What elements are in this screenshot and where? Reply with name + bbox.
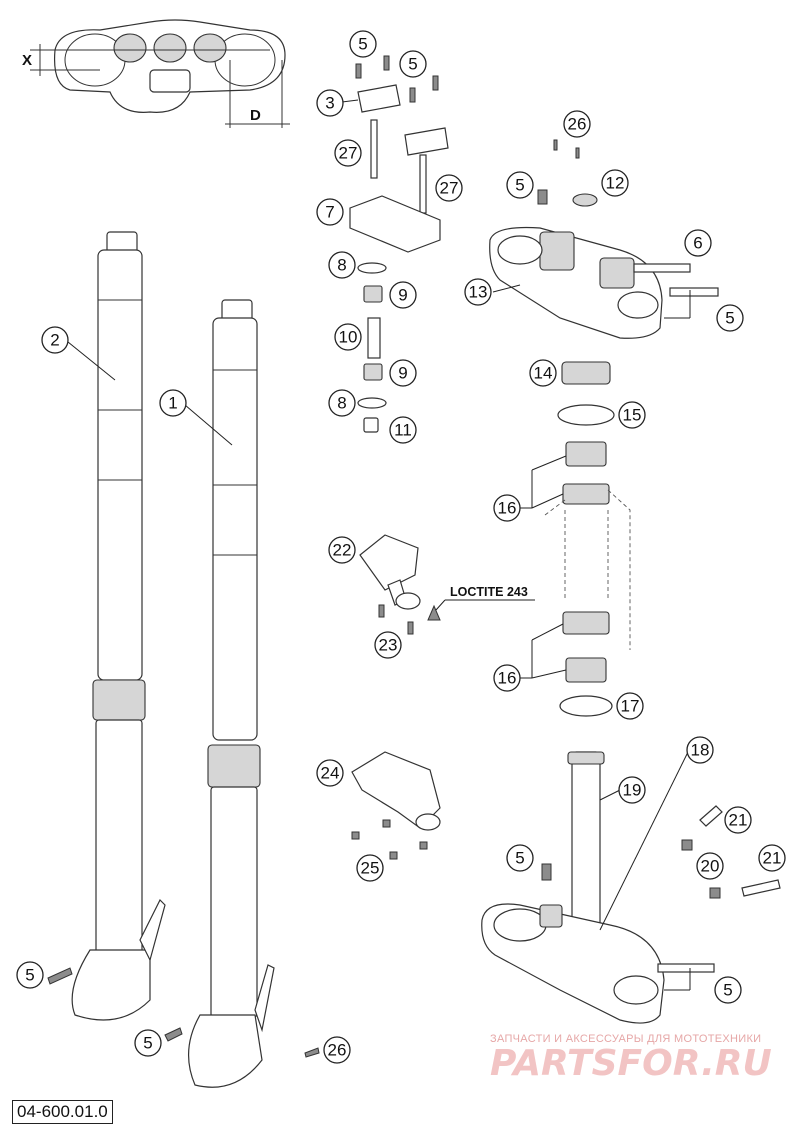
callout-2: 2 — [41, 326, 69, 354]
callout-8a: 8 — [328, 251, 356, 279]
svg-text:1: 1 — [168, 394, 177, 413]
svg-text:16: 16 — [498, 669, 517, 688]
callout-3: 3 — [316, 89, 344, 117]
callout-18: 18 — [686, 736, 714, 764]
svg-text:5: 5 — [515, 849, 524, 868]
steering-bearing-stack — [544, 361, 631, 717]
callout-11: 11 — [389, 416, 417, 444]
svg-text:20: 20 — [701, 857, 720, 876]
svg-text:5: 5 — [725, 309, 734, 328]
svg-text:11: 11 — [394, 421, 412, 440]
loctite-label: LOCTITE 243 — [450, 585, 528, 599]
svg-text:19: 19 — [623, 781, 642, 800]
svg-text:27: 27 — [440, 179, 459, 198]
callout-25: 25 — [356, 854, 384, 882]
bracket-assembly-22: LOCTITE 243 — [359, 534, 535, 635]
svg-text:5: 5 — [25, 966, 34, 985]
callout-5e: 5 — [506, 844, 534, 872]
svg-text:5: 5 — [515, 176, 524, 195]
callout-13: 13 — [464, 278, 492, 306]
callout-21a: 21 — [724, 806, 752, 834]
callout-5b: 5 — [399, 50, 427, 78]
leader-lines — [67, 99, 691, 991]
svg-text:5: 5 — [358, 35, 367, 54]
callout-21b: 21 — [758, 844, 786, 872]
svg-text:3: 3 — [325, 94, 334, 113]
svg-text:13: 13 — [469, 283, 488, 302]
fork-leg-1 — [187, 299, 275, 1088]
svg-text:7: 7 — [325, 203, 334, 222]
dimension-d-label: D — [250, 107, 261, 124]
loose-fasteners — [47, 967, 320, 1058]
svg-text:17: 17 — [621, 697, 640, 716]
callout-9a: 9 — [389, 281, 417, 309]
callout-1: 1 — [159, 389, 187, 417]
callout-5h: 5 — [134, 1029, 162, 1057]
callout-9b: 9 — [389, 359, 417, 387]
svg-text:9: 9 — [398, 364, 407, 383]
callout-17: 17 — [616, 692, 644, 720]
handlebar-clamp-group — [349, 55, 449, 433]
bracket-assembly-24 — [351, 751, 441, 860]
callout-27a: 27 — [334, 139, 362, 167]
svg-text:8: 8 — [337, 256, 346, 275]
svg-text:10: 10 — [339, 328, 358, 347]
svg-text:26: 26 — [328, 1041, 347, 1060]
watermark-tagline: ЗАПЧАСТИ И АКСЕССУАРЫ ДЛЯ МОТОТЕХНИКИ — [490, 1033, 762, 1045]
svg-text:5: 5 — [723, 981, 732, 1000]
callout-19: 19 — [618, 776, 646, 804]
svg-text:24: 24 — [321, 764, 340, 783]
callout-22: 22 — [328, 536, 356, 564]
svg-text:5: 5 — [143, 1034, 152, 1053]
svg-text:14: 14 — [534, 364, 553, 383]
svg-text:12: 12 — [606, 174, 625, 193]
svg-text:25: 25 — [361, 859, 380, 878]
svg-text:18: 18 — [691, 741, 710, 760]
callout-5g: 5 — [16, 961, 44, 989]
callout-5d: 5 — [716, 304, 744, 332]
svg-text:21: 21 — [729, 811, 748, 830]
svg-text:9: 9 — [398, 286, 407, 305]
callout-20: 20 — [696, 852, 724, 880]
svg-text:22: 22 — [333, 541, 352, 560]
callout-26b: 26 — [323, 1036, 351, 1064]
svg-text:5: 5 — [408, 55, 417, 74]
svg-text:2: 2 — [50, 331, 59, 350]
svg-text:8: 8 — [337, 394, 346, 413]
fork-leg-2 — [71, 231, 166, 1021]
callout-5c: 5 — [506, 171, 534, 199]
top-clamp-dimension-view: X D — [22, 19, 290, 128]
lower-triple-clamp — [481, 751, 781, 1024]
svg-text:6: 6 — [693, 234, 702, 253]
callout-5f: 5 — [714, 976, 742, 1004]
svg-text:16: 16 — [498, 499, 517, 518]
callout-5a: 5 — [349, 30, 377, 58]
callout-10: 10 — [334, 323, 362, 351]
callout-27b: 27 — [435, 174, 463, 202]
watermark-logo: PARTSFOR.RU — [490, 1043, 772, 1084]
callout-6: 6 — [684, 229, 712, 257]
callout-7: 7 — [316, 198, 344, 226]
callout-24: 24 — [316, 759, 344, 787]
callout-15: 15 — [618, 401, 646, 429]
svg-text:23: 23 — [379, 636, 398, 655]
callout-16a: 16 — [493, 494, 521, 522]
dimension-x-label: X — [22, 52, 32, 69]
document-id: 04-600.01.0 — [12, 1100, 113, 1124]
callout-16b: 16 — [493, 664, 521, 692]
callout-14: 14 — [529, 359, 557, 387]
callout-8b: 8 — [328, 389, 356, 417]
callout-26a: 26 — [563, 110, 591, 138]
callout-23: 23 — [374, 631, 402, 659]
watermark: ЗАПЧАСТИ И АКСЕССУАРЫ ДЛЯ МОТОТЕХНИКИ PA… — [490, 1033, 790, 1084]
callout-12: 12 — [601, 169, 629, 197]
upper-triple-clamp — [489, 139, 719, 339]
svg-text:27: 27 — [339, 144, 358, 163]
svg-text:26: 26 — [568, 115, 587, 134]
svg-text:21: 21 — [763, 849, 782, 868]
svg-text:15: 15 — [623, 406, 642, 425]
